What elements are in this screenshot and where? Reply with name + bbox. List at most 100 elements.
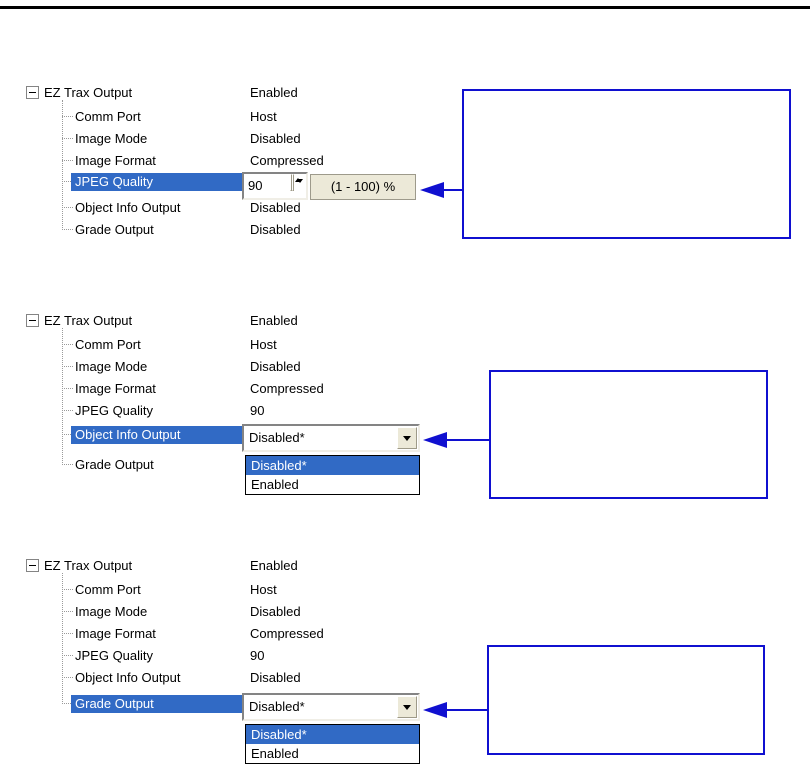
combobox-dropdown-button[interactable] bbox=[397, 696, 417, 718]
tree-item-label[interactable]: Comm Port bbox=[75, 582, 141, 597]
tree-item-label[interactable]: Comm Port bbox=[75, 109, 141, 124]
tree-trunk-line bbox=[62, 100, 63, 230]
tree-item-value: Host bbox=[250, 109, 277, 124]
tree-row-root: EZ Trax Output Enabled bbox=[0, 557, 460, 575]
minus-icon bbox=[29, 565, 36, 566]
header-rule bbox=[0, 6, 810, 9]
minus-icon bbox=[29, 92, 36, 93]
combobox-value[interactable]: Disabled* bbox=[244, 695, 396, 719]
dropdown-option-disabled[interactable]: Disabled* bbox=[246, 725, 419, 744]
combobox-value[interactable]: Disabled* bbox=[244, 426, 396, 450]
tree-root-value: Enabled bbox=[250, 558, 298, 573]
tree-item-label[interactable]: Grade Output bbox=[75, 222, 154, 237]
tree-item-label-selected[interactable]: Grade Output bbox=[71, 695, 242, 713]
tree-connector bbox=[62, 116, 73, 117]
tree-item-label[interactable]: Image Mode bbox=[75, 131, 148, 146]
dropdown-option-enabled[interactable]: Enabled bbox=[251, 746, 299, 761]
dropdown-option-enabled[interactable]: Enabled bbox=[251, 477, 299, 492]
tree-trunk-line bbox=[62, 328, 63, 465]
tree-item-value: Disabled bbox=[250, 359, 301, 374]
tree-collapse-toggle[interactable] bbox=[26, 314, 39, 327]
tree-connector bbox=[62, 160, 73, 161]
tree-row-comm-port: Comm Port Host bbox=[0, 108, 460, 126]
tree-item-label[interactable]: JPEG Quality bbox=[75, 648, 154, 663]
tree-item-label[interactable]: Image Format bbox=[75, 626, 156, 641]
tree-item-value: 90 bbox=[250, 403, 265, 418]
tree-root-value: Enabled bbox=[250, 85, 298, 100]
tree-row-object-info-output: Object Info Output Disabled bbox=[0, 199, 460, 217]
tree-row-image-format: Image Format Compressed bbox=[0, 152, 460, 170]
tree-row-image-format: Image Format Compressed bbox=[0, 380, 460, 398]
tree-item-label[interactable]: Grade Output bbox=[75, 457, 154, 472]
tree-item-value: Compressed bbox=[250, 381, 324, 396]
tree-row-root: EZ Trax Output Enabled bbox=[0, 84, 460, 102]
tree-connector bbox=[62, 388, 73, 389]
spin-down-button[interactable] bbox=[292, 174, 303, 191]
tree-connector bbox=[62, 410, 73, 411]
callout-arrowhead-icon bbox=[423, 702, 447, 718]
tree-row-jpeg-quality: JPEG Quality 90 bbox=[0, 647, 460, 665]
tree-connector bbox=[62, 655, 73, 656]
tree-connector bbox=[62, 138, 73, 139]
tree-collapse-toggle[interactable] bbox=[26, 86, 39, 99]
tree-connector bbox=[62, 229, 73, 230]
tree-item-value: Disabled bbox=[250, 604, 301, 619]
tree-collapse-toggle[interactable] bbox=[26, 559, 39, 572]
jpeg-quality-input[interactable]: 90 bbox=[244, 174, 290, 198]
tree-item-label[interactable]: Image Format bbox=[75, 153, 156, 168]
callout-box-jpeg-quality bbox=[462, 89, 791, 239]
tree-connector bbox=[62, 207, 73, 208]
arrow-down-icon bbox=[297, 179, 303, 183]
tree-item-label-selected[interactable]: Object Info Output bbox=[71, 426, 242, 444]
jpeg-quality-spinner[interactable]: 90 bbox=[242, 172, 308, 200]
tree-row-object-info-output: Object Info Output bbox=[0, 426, 460, 444]
grade-output-combobox[interactable]: Disabled* bbox=[242, 693, 420, 721]
tree-trunk-line bbox=[62, 573, 63, 704]
tree-connector bbox=[62, 589, 73, 590]
tree-row-grade-output: Grade Output Disabled bbox=[0, 221, 460, 239]
object-info-output-dropdown-list: Disabled* Enabled bbox=[245, 455, 420, 495]
chevron-down-icon bbox=[403, 436, 411, 441]
dropdown-option-disabled[interactable]: Disabled* bbox=[246, 456, 419, 475]
tree-row-root: EZ Trax Output Enabled bbox=[0, 312, 460, 330]
jpeg-quality-range-hint: (1 - 100) % bbox=[310, 174, 416, 200]
tree-connector bbox=[62, 434, 73, 435]
tree-connector bbox=[62, 677, 73, 678]
callout-arrowhead-icon bbox=[423, 432, 447, 448]
tree-row-grade-output: Grade Output bbox=[0, 695, 460, 713]
tree-row-comm-port: Comm Port Host bbox=[0, 336, 460, 354]
tree-row-grade-output: Grade Output bbox=[0, 456, 460, 474]
tree-panel-object-info-output: EZ Trax Output Enabled Comm Port Host Im… bbox=[0, 312, 810, 496]
tree-connector bbox=[62, 611, 73, 612]
tree-connector bbox=[62, 703, 73, 704]
tree-connector bbox=[62, 181, 73, 182]
tree-item-label[interactable]: Image Mode bbox=[75, 359, 148, 374]
tree-item-label-selected[interactable]: JPEG Quality bbox=[71, 173, 242, 191]
callout-arrow-line bbox=[447, 439, 490, 441]
tree-connector bbox=[62, 344, 73, 345]
tree-root-label[interactable]: EZ Trax Output bbox=[44, 558, 133, 573]
object-info-output-combobox[interactable]: Disabled* bbox=[242, 424, 420, 452]
callout-arrowhead-icon bbox=[420, 182, 444, 198]
tree-item-label[interactable]: Image Format bbox=[75, 381, 156, 396]
tree-item-value: 90 bbox=[250, 648, 265, 663]
tree-panel-grade-output: EZ Trax Output Enabled Comm Port Host Im… bbox=[0, 557, 810, 767]
tree-item-value: Host bbox=[250, 337, 277, 352]
tree-item-label[interactable]: Object Info Output bbox=[75, 670, 181, 685]
tree-root-label[interactable]: EZ Trax Output bbox=[44, 313, 133, 328]
tree-root-label[interactable]: EZ Trax Output bbox=[44, 85, 133, 100]
chevron-down-icon bbox=[403, 705, 411, 710]
tree-item-label[interactable]: Object Info Output bbox=[75, 200, 181, 215]
tree-root-value: Enabled bbox=[250, 313, 298, 328]
tree-item-label[interactable]: Image Mode bbox=[75, 604, 148, 619]
tree-connector bbox=[62, 633, 73, 634]
callout-box-object-info-output bbox=[489, 370, 768, 499]
tree-connector bbox=[62, 464, 73, 465]
tree-item-label[interactable]: Comm Port bbox=[75, 337, 141, 352]
tree-row-image-mode: Image Mode Disabled bbox=[0, 130, 460, 148]
tree-panel-jpeg-quality: EZ Trax Output Enabled Comm Port Host Im… bbox=[0, 84, 810, 244]
combobox-dropdown-button[interactable] bbox=[397, 427, 417, 449]
tree-item-value: Host bbox=[250, 582, 277, 597]
tree-item-label[interactable]: JPEG Quality bbox=[75, 403, 154, 418]
